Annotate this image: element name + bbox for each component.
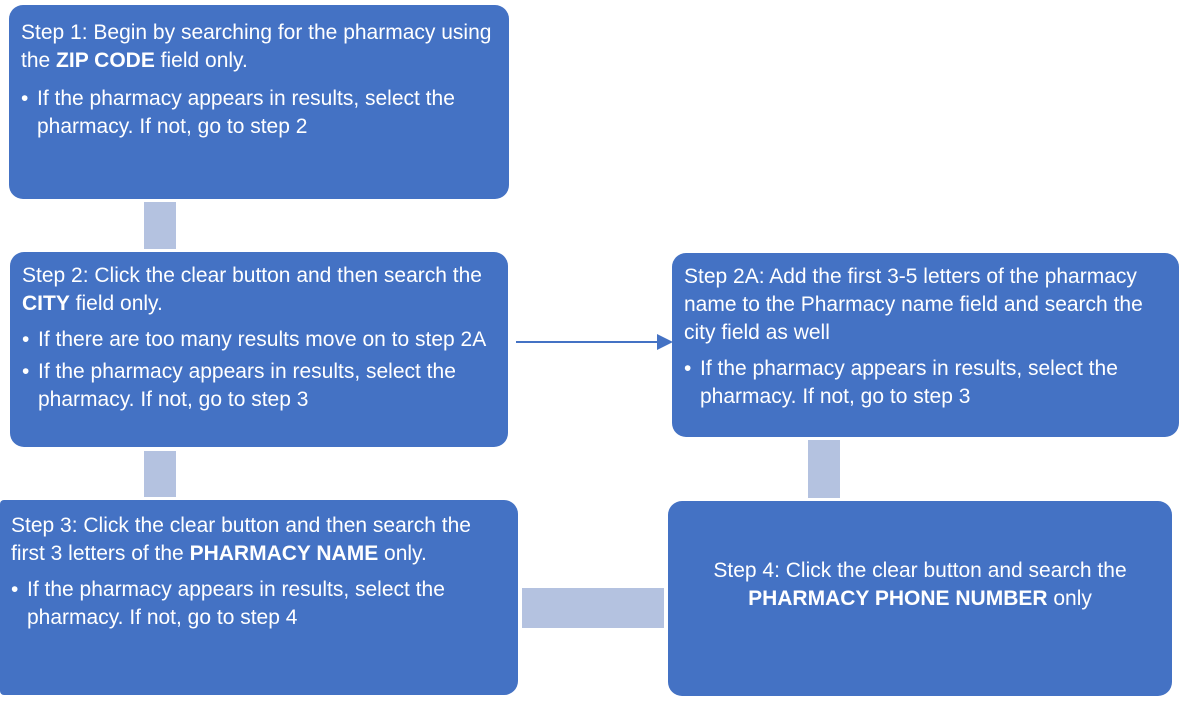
step3-heading-emphasis: PHARMACY NAME	[189, 542, 379, 565]
step2-bullet-list: •If there are too many results move on t…	[22, 326, 496, 414]
step3-box: Step 3: Click the clear button and then …	[0, 500, 518, 695]
step1-heading: Step 1: Begin by searching for the pharm…	[21, 21, 492, 72]
connector-step1-step2	[144, 202, 176, 249]
step3-bullet-item: •If the pharmacy appears in results, sel…	[11, 578, 445, 629]
step2a-heading: Step 2A: Add the first 3-5 letters of th…	[684, 265, 1143, 344]
step2-heading: Step 2: Click the clear button and then …	[22, 264, 482, 315]
step3-bullet-list: •If the pharmacy appears in results, sel…	[11, 576, 506, 632]
step2-box: Step 2: Click the clear button and then …	[10, 252, 508, 447]
step3-heading: Step 3: Click the clear button and then …	[11, 514, 471, 565]
step2a-bullet-list: •If the pharmacy appears in results, sel…	[684, 355, 1167, 411]
step2-heading-emphasis: CITY	[22, 292, 70, 315]
step2-bullet-item: •If there are too many results move on t…	[22, 328, 487, 351]
arrow-step2-step2a	[516, 341, 660, 343]
step1-bullet-list: •If the pharmacy appears in results, sel…	[21, 85, 497, 141]
step1-box: Step 1: Begin by searching for the pharm…	[9, 5, 509, 199]
step4-heading: Step 4: Click the clear button and searc…	[713, 558, 1127, 610]
connector-step2-step3	[144, 451, 176, 497]
arrow-head-icon	[657, 334, 673, 350]
step4-heading-emphasis: PHARMACY PHONE NUMBER	[748, 586, 1048, 610]
step1-heading-emphasis: ZIP CODE	[56, 49, 155, 72]
step4-box: Step 4: Click the clear button and searc…	[668, 501, 1172, 696]
step1-bullet-item: •If the pharmacy appears in results, sel…	[21, 87, 455, 138]
step2-bullet-item: •If the pharmacy appears in results, sel…	[22, 360, 456, 411]
step2a-bullet-item: •If the pharmacy appears in results, sel…	[684, 357, 1118, 408]
step2a-box: Step 2A: Add the first 3-5 letters of th…	[672, 253, 1179, 437]
connector-step2a-step4	[808, 440, 840, 498]
connector-step3-step4	[522, 588, 664, 628]
